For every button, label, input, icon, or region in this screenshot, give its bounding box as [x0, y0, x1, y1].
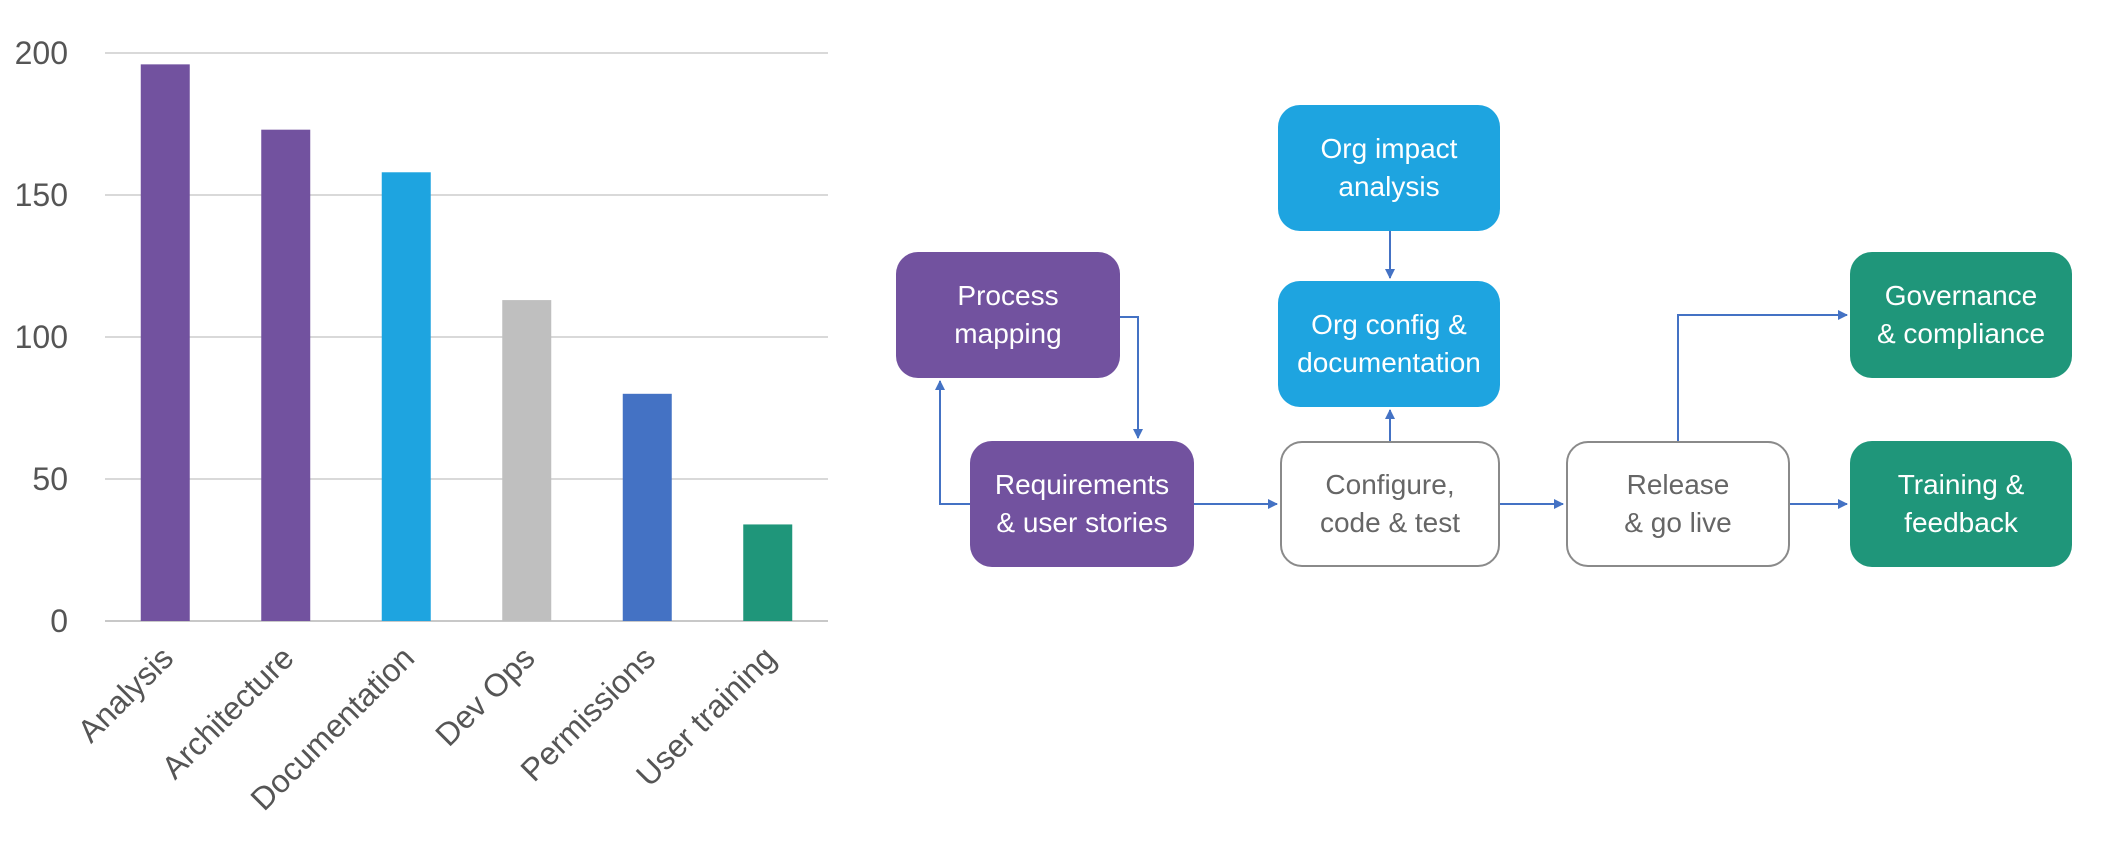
- x-category-label: Analysis: [70, 639, 180, 749]
- bar-user-training: [743, 524, 793, 621]
- bar-permissions: [622, 393, 672, 621]
- y-tick-label: 100: [15, 319, 68, 355]
- x-category-label: Dev Ops: [428, 639, 541, 752]
- node-training-feedback: Training & feedback: [1850, 441, 2072, 567]
- bar-documentation: [381, 172, 431, 621]
- node-governance-compliance: Governance & compliance: [1850, 252, 2072, 378]
- edge-requirements-to-process: [935, 380, 970, 505]
- bar-analysis: [140, 64, 190, 622]
- y-tick-label: 200: [15, 35, 68, 71]
- bar-architecture: [261, 129, 311, 621]
- edge-process-to-requirements: [1120, 316, 1143, 439]
- node-configure-code-test: Configure, code & test: [1280, 441, 1500, 567]
- chart-gridlines: [105, 52, 828, 622]
- y-axis-ticks: 0 50 100 150 200: [15, 35, 68, 639]
- y-tick-label: 50: [32, 461, 68, 497]
- bar-dev-ops: [502, 300, 552, 621]
- y-tick-label: 150: [15, 177, 68, 213]
- node-requirements-user-stories: Requirements & user stories: [970, 441, 1194, 567]
- bar-chart: 0 50 100 150 200 AnalysisArchitectureDocumen…: [15, 35, 828, 817]
- node-org-impact-analysis: Org impact analysis: [1278, 105, 1500, 231]
- edge-release-to-governance: [1677, 310, 1848, 441]
- chart-bars: [140, 64, 793, 622]
- node-release-go-live: Release & go live: [1566, 441, 1790, 567]
- node-org-config-documentation: Org config & documentation: [1278, 281, 1500, 407]
- node-process-mapping: Process mapping: [896, 252, 1120, 378]
- y-tick-label: 0: [50, 603, 68, 639]
